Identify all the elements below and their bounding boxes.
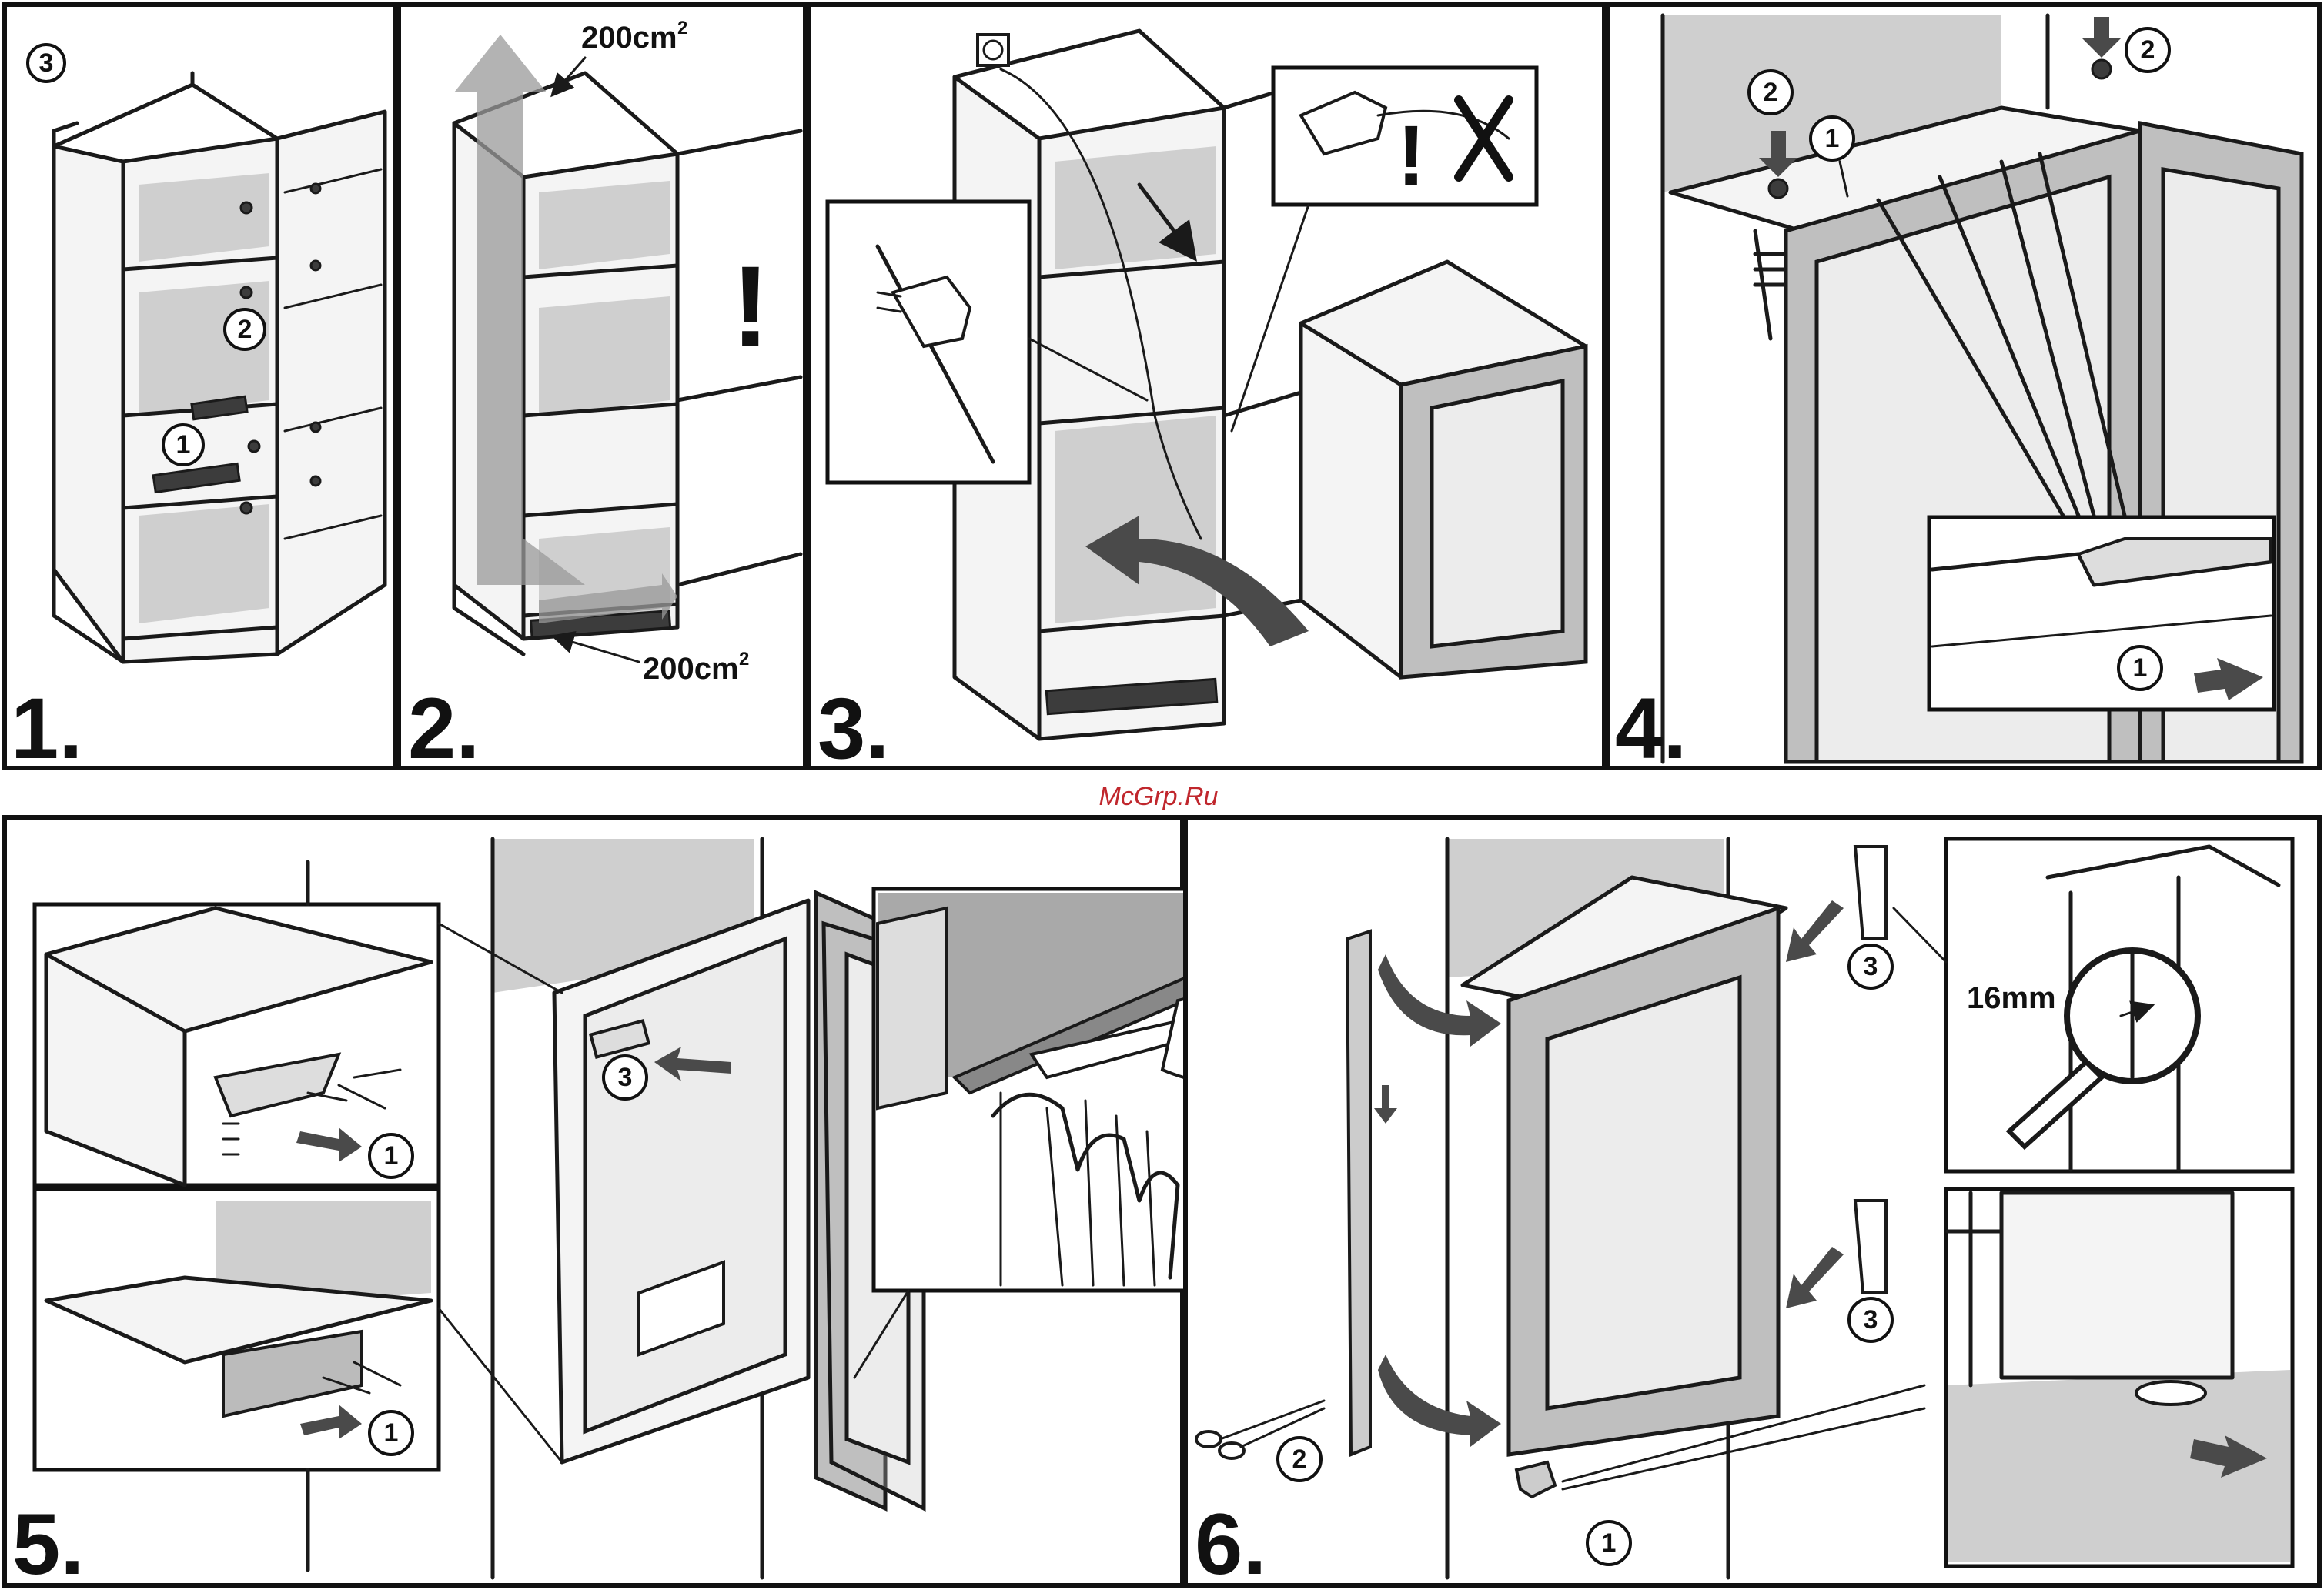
panel-step-5: 1 1 3 <box>5 817 1297 1590</box>
warning-icon: ! <box>1397 109 1426 203</box>
callout-3: 3 <box>1864 1305 1878 1334</box>
svg-text:2: 2 <box>677 18 687 38</box>
callout-1: 1 <box>176 430 191 459</box>
svg-text:2: 2 <box>739 649 749 670</box>
panel-step-2: 200cm 2 200cm 2 ! 2. <box>399 5 805 777</box>
callout-marker: 2 <box>225 309 265 349</box>
callout-marker: 3 <box>604 1056 647 1099</box>
gap-measure-inset: 16mm <box>1946 839 2292 1171</box>
step-number: 3. <box>818 680 889 777</box>
step-number: 1. <box>11 680 82 777</box>
callout-marker: 3 <box>28 45 65 82</box>
callout-2: 2 <box>238 315 252 344</box>
svg-text:2: 2 <box>2141 35 2155 65</box>
foot-adjust-inset <box>1946 1189 2292 1566</box>
callout-1: 1 <box>1602 1528 1617 1558</box>
bar-detail-inset: 1 <box>1929 517 2274 710</box>
step-number: 2. <box>408 680 480 777</box>
callout-1: 1 <box>384 1141 399 1171</box>
appliance-illustration <box>1301 262 1586 677</box>
callout-2: 2 <box>1292 1445 1307 1474</box>
callout-marker: 1 <box>163 425 203 465</box>
callout-1: 1 <box>2133 653 2148 683</box>
callout-3: 3 <box>39 48 54 78</box>
bottom-bracket-inset: 1 <box>35 1189 439 1470</box>
step-number: 4. <box>1615 680 1687 777</box>
cabinet-illustration <box>54 73 385 662</box>
socket-icon <box>978 35 1008 65</box>
gap-dimension-label: 16mm <box>1967 981 2056 1015</box>
callout-marker: 2 <box>2126 28 2169 72</box>
watermark-text: McGrp.Ru <box>1099 782 1219 811</box>
svg-text:200cm: 200cm <box>643 652 739 686</box>
step-number: 5. <box>12 1496 84 1590</box>
warning-icon: ! <box>731 242 770 371</box>
svg-text:2: 2 <box>1764 78 1778 107</box>
top-bracket-inset: 1 <box>35 904 439 1185</box>
panel-step-6: 3 3 2 1 1 <box>1185 817 2319 1590</box>
panel-step-4: 2 2 1 1 4. <box>1607 5 2319 777</box>
panel-step-3: ! 3. <box>808 5 1604 777</box>
callout-3: 3 <box>618 1063 633 1092</box>
callout-1: 1 <box>384 1418 399 1448</box>
callout-3: 3 <box>1864 952 1878 981</box>
svg-text:200cm: 200cm <box>581 21 677 55</box>
callout-marker: 2 <box>1749 71 1792 114</box>
panel-step-1: 3 2 1 1. <box>5 5 396 777</box>
svg-text:1: 1 <box>1825 124 1840 153</box>
trim-strip <box>1347 931 1370 1455</box>
step-number: 6. <box>1195 1496 1266 1590</box>
